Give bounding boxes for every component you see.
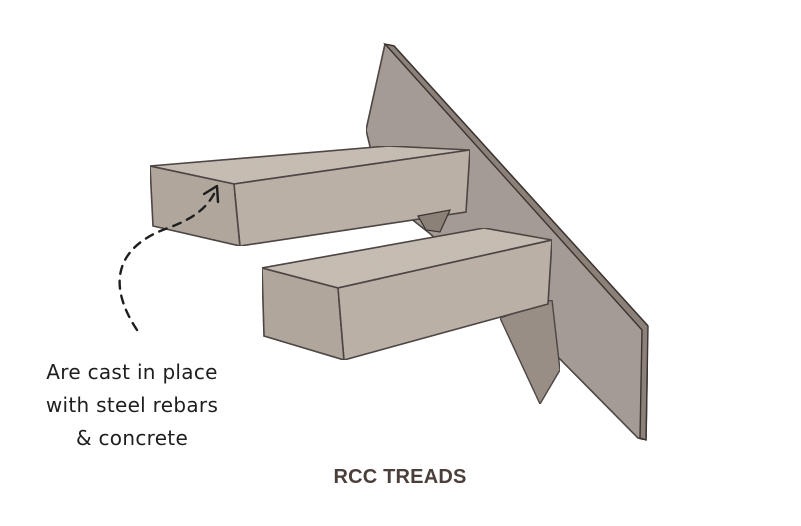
- upper-tread: [149, 145, 471, 248]
- tread-support-bracket: [499, 299, 561, 406]
- figure-caption: RCC TREADS: [333, 466, 467, 488]
- annotation-line-1: Are cast in place: [46, 360, 218, 384]
- lower-tread: [261, 227, 553, 362]
- annotation-arrow-line: [118, 190, 217, 332]
- upper-tread-side: [233, 149, 471, 247]
- annotation-line-2: with steel rebars: [45, 393, 219, 417]
- annotation-arrowhead: [202, 184, 220, 204]
- upper-tread-support: [417, 209, 452, 233]
- annotation-arrow: [118, 184, 220, 332]
- annotation-text: Are cast in place with steel rebars & co…: [18, 356, 246, 455]
- stringer-wall-edge: [383, 42, 649, 441]
- annotation-line-3: & concrete: [75, 426, 189, 450]
- lower-tread-side: [337, 238, 553, 362]
